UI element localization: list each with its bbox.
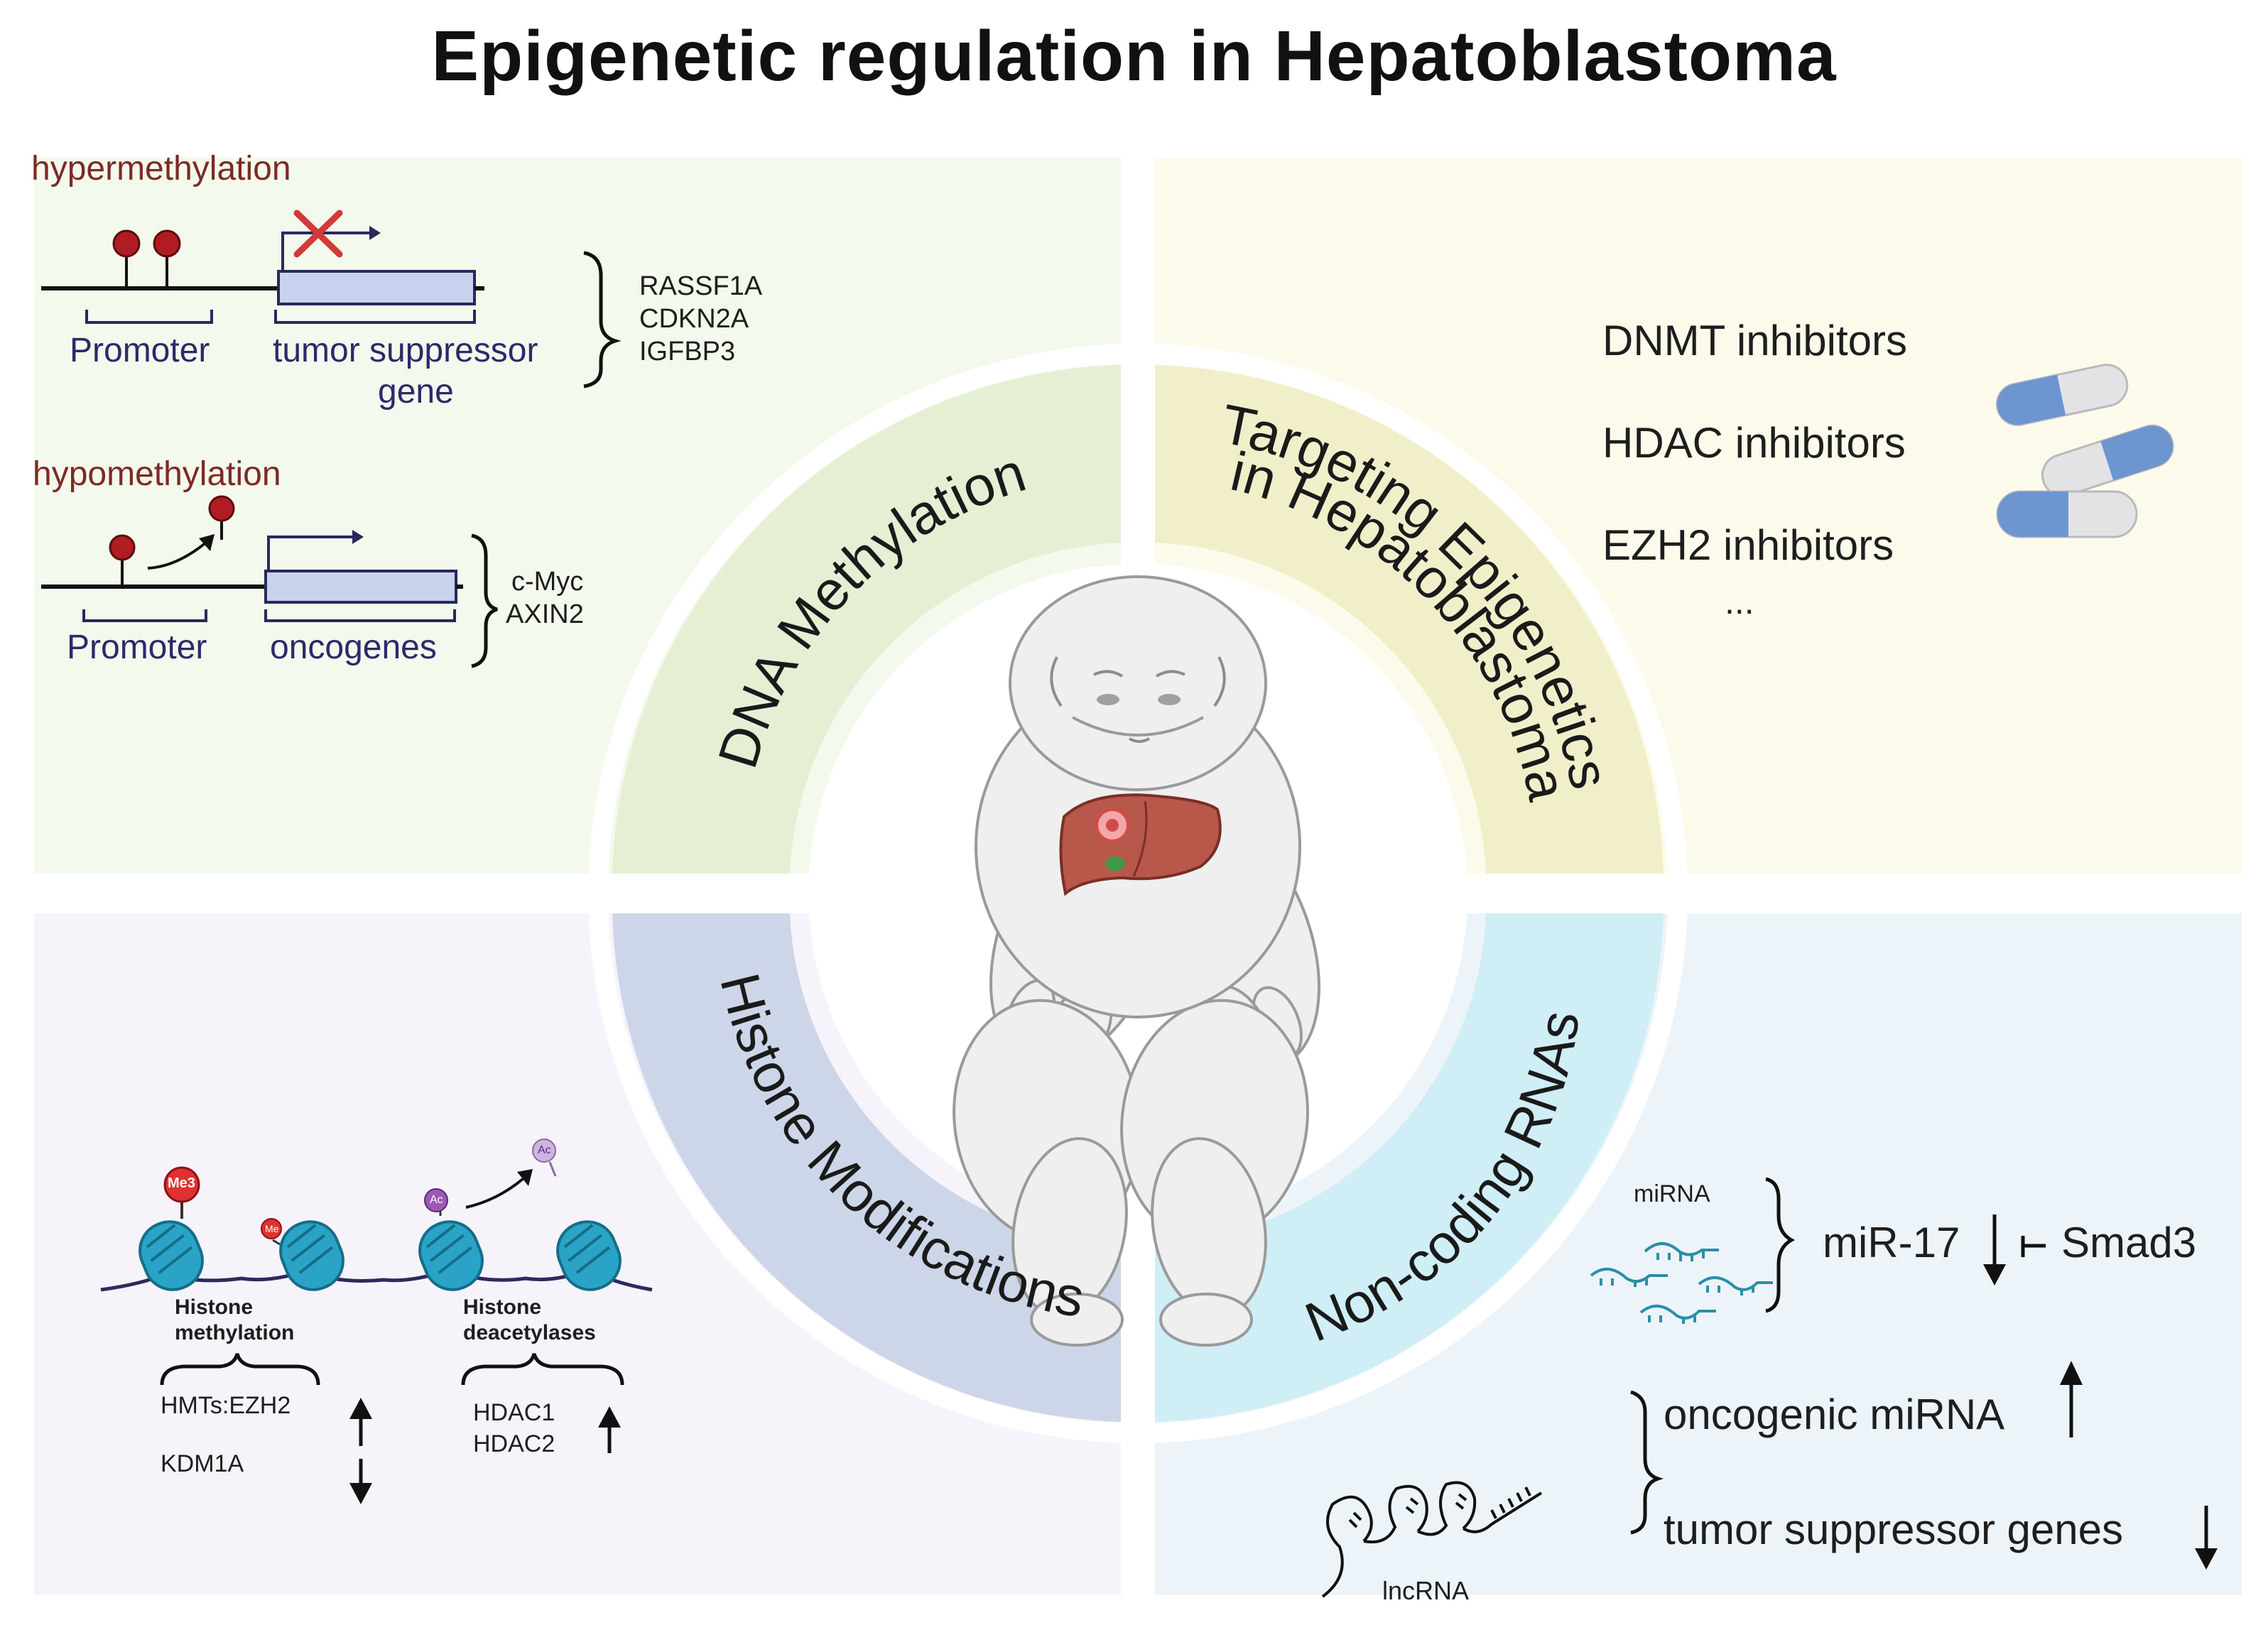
gene-axin2: AXIN2 bbox=[506, 599, 584, 629]
hdac2: HDAC2 bbox=[473, 1430, 555, 1457]
baby-face bbox=[1050, 656, 1226, 743]
hypomethylation-diagram bbox=[41, 495, 498, 668]
gene-igfbp3: IGFBP3 bbox=[639, 337, 736, 366]
hmt-ezh2: HMTs:EZH2 bbox=[161, 1392, 291, 1419]
histone-deacetylases-title-2: deacetylases bbox=[463, 1321, 596, 1344]
lncrna-icon bbox=[1321, 1481, 1543, 1598]
tumor-suppressor-genes-label: tumor suppressor genes bbox=[1664, 1506, 2123, 1553]
nucleosome-icon bbox=[418, 1220, 484, 1291]
smad3-label: Smad3 bbox=[2061, 1219, 2197, 1266]
ac-label: Ac bbox=[430, 1194, 443, 1206]
histone-methylation-title-1: Histone bbox=[175, 1295, 254, 1319]
ring-quadrant-dna bbox=[612, 365, 1121, 874]
methyl-mark bbox=[153, 229, 181, 258]
histone-deacetylases-title-1: Histone bbox=[463, 1295, 542, 1319]
histone-methylation-title-2: methylation bbox=[175, 1321, 295, 1344]
hypo-gene-label: oncogenes bbox=[270, 629, 437, 666]
histone-diagram bbox=[100, 1138, 653, 1504]
nucleosome-icon bbox=[139, 1220, 204, 1291]
gene-cdkn2a: CDKN2A bbox=[639, 304, 749, 334]
me-mark bbox=[261, 1218, 282, 1239]
liver-icon bbox=[1059, 793, 1222, 896]
ac-mark-released bbox=[532, 1138, 556, 1163]
oncogenic-mirna-label: oncogenic miRNA bbox=[1664, 1391, 2005, 1438]
ring-quadrant-ncrna bbox=[1155, 913, 1664, 1422]
ring-quadrant-targeting bbox=[1155, 365, 1664, 874]
mirna-icons bbox=[1590, 1242, 1773, 1324]
drug-ezh2-inhibitors: EZH2 inhibitors bbox=[1602, 521, 1894, 569]
pill-icons bbox=[1995, 364, 2174, 538]
ac-released-label: Ac bbox=[538, 1144, 551, 1156]
gene-c-myc: c-Myc bbox=[511, 567, 584, 597]
figure-title: Epigenetic regulation in Hepatoblastoma bbox=[431, 16, 1837, 96]
hdac1: HDAC1 bbox=[473, 1399, 555, 1426]
hypomethylation-heading: hypomethylation bbox=[33, 455, 281, 493]
ring-quadrant-histone bbox=[612, 913, 1121, 1422]
drug-hdac-inhibitors: HDAC inhibitors bbox=[1602, 419, 1906, 467]
kdm1a: KDM1A bbox=[161, 1450, 244, 1477]
hyper-gene-label: tumor suppressor bbox=[273, 332, 538, 369]
hypermethylation-heading: hypermethylation bbox=[31, 150, 291, 188]
me3-mark bbox=[163, 1166, 200, 1203]
ncrna-diagram bbox=[1630, 1177, 2218, 1570]
hyper-gene-label-line2: gene bbox=[378, 373, 454, 411]
hyper-promoter-label: Promoter bbox=[70, 332, 210, 369]
me-label: Me bbox=[265, 1223, 279, 1234]
ac-mark bbox=[424, 1188, 448, 1212]
nucleosome-icon bbox=[556, 1220, 622, 1291]
me3-label: Me3 bbox=[168, 1175, 195, 1191]
methyl-mark bbox=[112, 229, 141, 258]
hypermethylation-diagram bbox=[41, 210, 622, 388]
nucleosome-icon bbox=[279, 1220, 344, 1291]
methyl-mark bbox=[208, 495, 235, 522]
hypo-promoter-label: Promoter bbox=[67, 629, 207, 666]
methyl-mark bbox=[109, 534, 136, 561]
mirna-label: miRNA bbox=[1634, 1180, 1710, 1207]
drug-dnmt-inhibitors: DNMT inhibitors bbox=[1602, 317, 1907, 364]
lncrna-label: lncRNA bbox=[1382, 1576, 1470, 1605]
mir17-label: miR-17 bbox=[1823, 1219, 1960, 1266]
drug-list-ellipsis: ... bbox=[1725, 582, 1754, 621]
gene-rassf1a: RASSF1A bbox=[639, 271, 763, 301]
blocked-transcription-icon bbox=[293, 210, 343, 258]
